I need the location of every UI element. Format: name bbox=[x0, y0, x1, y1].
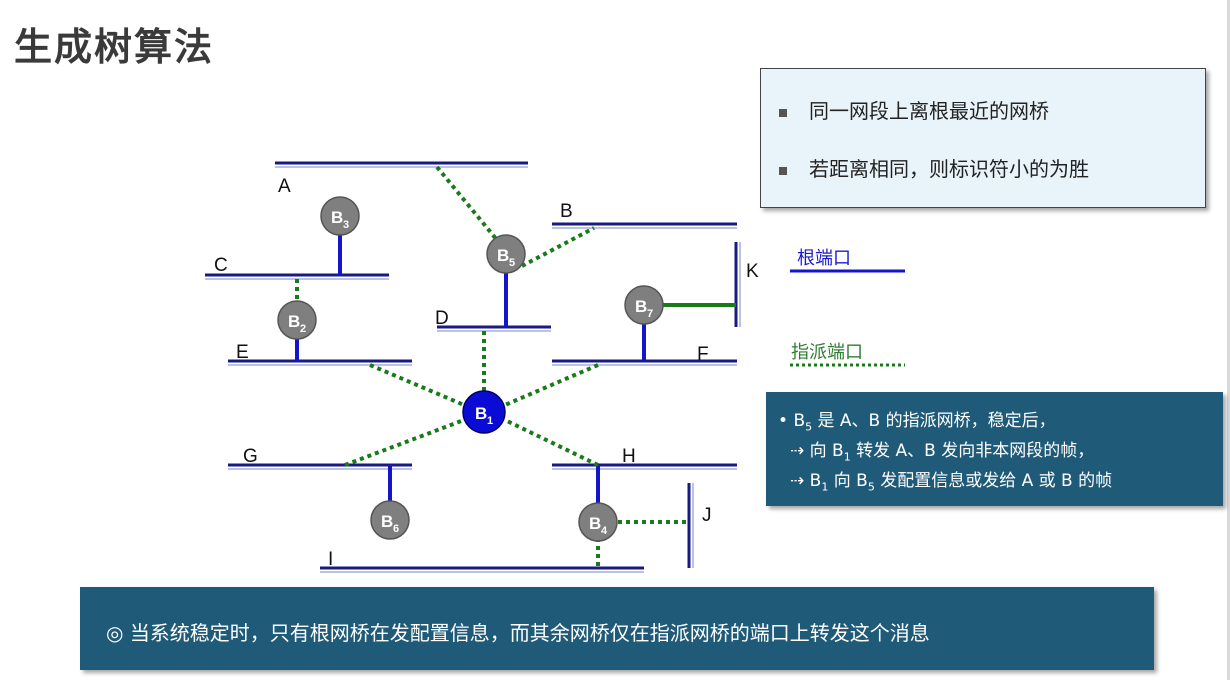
segment-label-e: E bbox=[236, 342, 249, 363]
legend-designated-port-label: 指派端口 bbox=[791, 342, 863, 363]
rule-text: 若距离相同，则标识符小的为胜 bbox=[809, 157, 1089, 181]
bridge-b6: B 6 bbox=[370, 500, 410, 540]
desig-link-f-b1 bbox=[504, 363, 599, 407]
segment-label-k: K bbox=[746, 261, 759, 282]
svg-text:5: 5 bbox=[509, 257, 515, 269]
segment-label-h: H bbox=[622, 446, 636, 467]
svg-text:1: 1 bbox=[487, 415, 493, 427]
desig-link-a-b5 bbox=[435, 165, 499, 242]
bridge-b7: B 7 bbox=[624, 285, 664, 325]
bullet-icon: • bbox=[778, 411, 789, 431]
desig-link-h-b1 bbox=[504, 418, 599, 467]
rule-text: 同一网段上离根最近的网桥 bbox=[809, 99, 1049, 123]
bridge-b3: B 3 bbox=[320, 196, 360, 236]
bullseye-icon: ◎ bbox=[106, 621, 124, 645]
legend-lines bbox=[790, 269, 905, 367]
bridge-b1-root: B 1 bbox=[462, 390, 506, 434]
svg-text:2: 2 bbox=[300, 323, 306, 335]
bridge-b4: B 4 bbox=[578, 502, 618, 542]
svg-text:B: B bbox=[381, 512, 393, 531]
root-port-links bbox=[295, 234, 646, 504]
bridge-b2: B 2 bbox=[277, 300, 317, 340]
legend-root-port-label: 根端口 bbox=[797, 248, 851, 269]
svg-text:B: B bbox=[475, 404, 487, 423]
segment-label-c: C bbox=[214, 255, 228, 276]
segment-label-j: J bbox=[702, 505, 712, 526]
segment-label-g: G bbox=[243, 446, 258, 467]
svg-text:B: B bbox=[331, 208, 343, 227]
desig-link-g-b1 bbox=[344, 418, 465, 467]
right-edge-border bbox=[1227, 0, 1230, 680]
bullet-square-icon bbox=[779, 108, 787, 117]
segment-label-b: B bbox=[560, 201, 573, 222]
bridge-b5: B 5 bbox=[486, 234, 526, 274]
designated-port-links bbox=[295, 165, 689, 568]
info-line-1: • B5 是 A、B 的指派网桥，稳定后， bbox=[778, 411, 1056, 434]
rule-item-1: 同一网段上离根最近的网桥 bbox=[779, 95, 1049, 124]
desig-link-b5-b bbox=[521, 226, 595, 268]
svg-text:4: 4 bbox=[601, 525, 608, 537]
info-line-2: ⇢ 向 B1 转发 A、B 发向非本网段的帧， bbox=[790, 441, 1095, 464]
svg-text:7: 7 bbox=[647, 308, 653, 320]
summary-line: ◎ 当系统稳定时，只有根网桥在发配置信息，而其余网桥仅在指派网桥的端口上转发这个… bbox=[106, 617, 930, 646]
segment-label-a: A bbox=[278, 176, 291, 197]
dashed-arrow-icon: ⇢ bbox=[790, 441, 805, 461]
bullet-square-icon bbox=[779, 166, 787, 175]
info-box: • B5 是 A、B 的指派网桥，稳定后， ⇢ 向 B1 转发 A、B 发向非本… bbox=[766, 392, 1223, 506]
desig-link-e-b1 bbox=[369, 363, 465, 407]
bridges: B 3 B 5 B 2 B 7 B 1 B 6 B bbox=[277, 196, 664, 542]
segment-label-d: D bbox=[435, 308, 449, 329]
segment-labels: A B C D E F G H I J K bbox=[214, 176, 759, 570]
rule-item-2: 若距离相同，则标识符小的为胜 bbox=[779, 153, 1089, 182]
svg-text:6: 6 bbox=[393, 523, 399, 535]
summary-box: ◎ 当系统稳定时，只有根网桥在发配置信息，而其余网桥仅在指派网桥的端口上转发这个… bbox=[80, 587, 1154, 670]
svg-text:B: B bbox=[589, 514, 601, 533]
network-segments bbox=[205, 161, 741, 573]
segment-label-f: F bbox=[697, 344, 709, 365]
page-title: 生成树算法 bbox=[14, 25, 215, 69]
summary-text: 当系统稳定时，只有根网桥在发配置信息，而其余网桥仅在指派网桥的端口上转发这个消息 bbox=[129, 621, 930, 645]
svg-text:B: B bbox=[635, 297, 647, 316]
info-line-3: ⇢ B1 向 B5 发配置信息或发给 A 或 B 的帧 bbox=[790, 471, 1113, 494]
svg-text:B: B bbox=[288, 312, 300, 331]
rules-box: 同一网段上离根最近的网桥 若距离相同，则标识符小的为胜 bbox=[760, 68, 1206, 208]
svg-text:B: B bbox=[497, 246, 509, 265]
segment-label-i: I bbox=[328, 549, 333, 570]
dashed-arrow-icon: ⇢ bbox=[790, 471, 805, 491]
svg-text:3: 3 bbox=[343, 219, 349, 231]
